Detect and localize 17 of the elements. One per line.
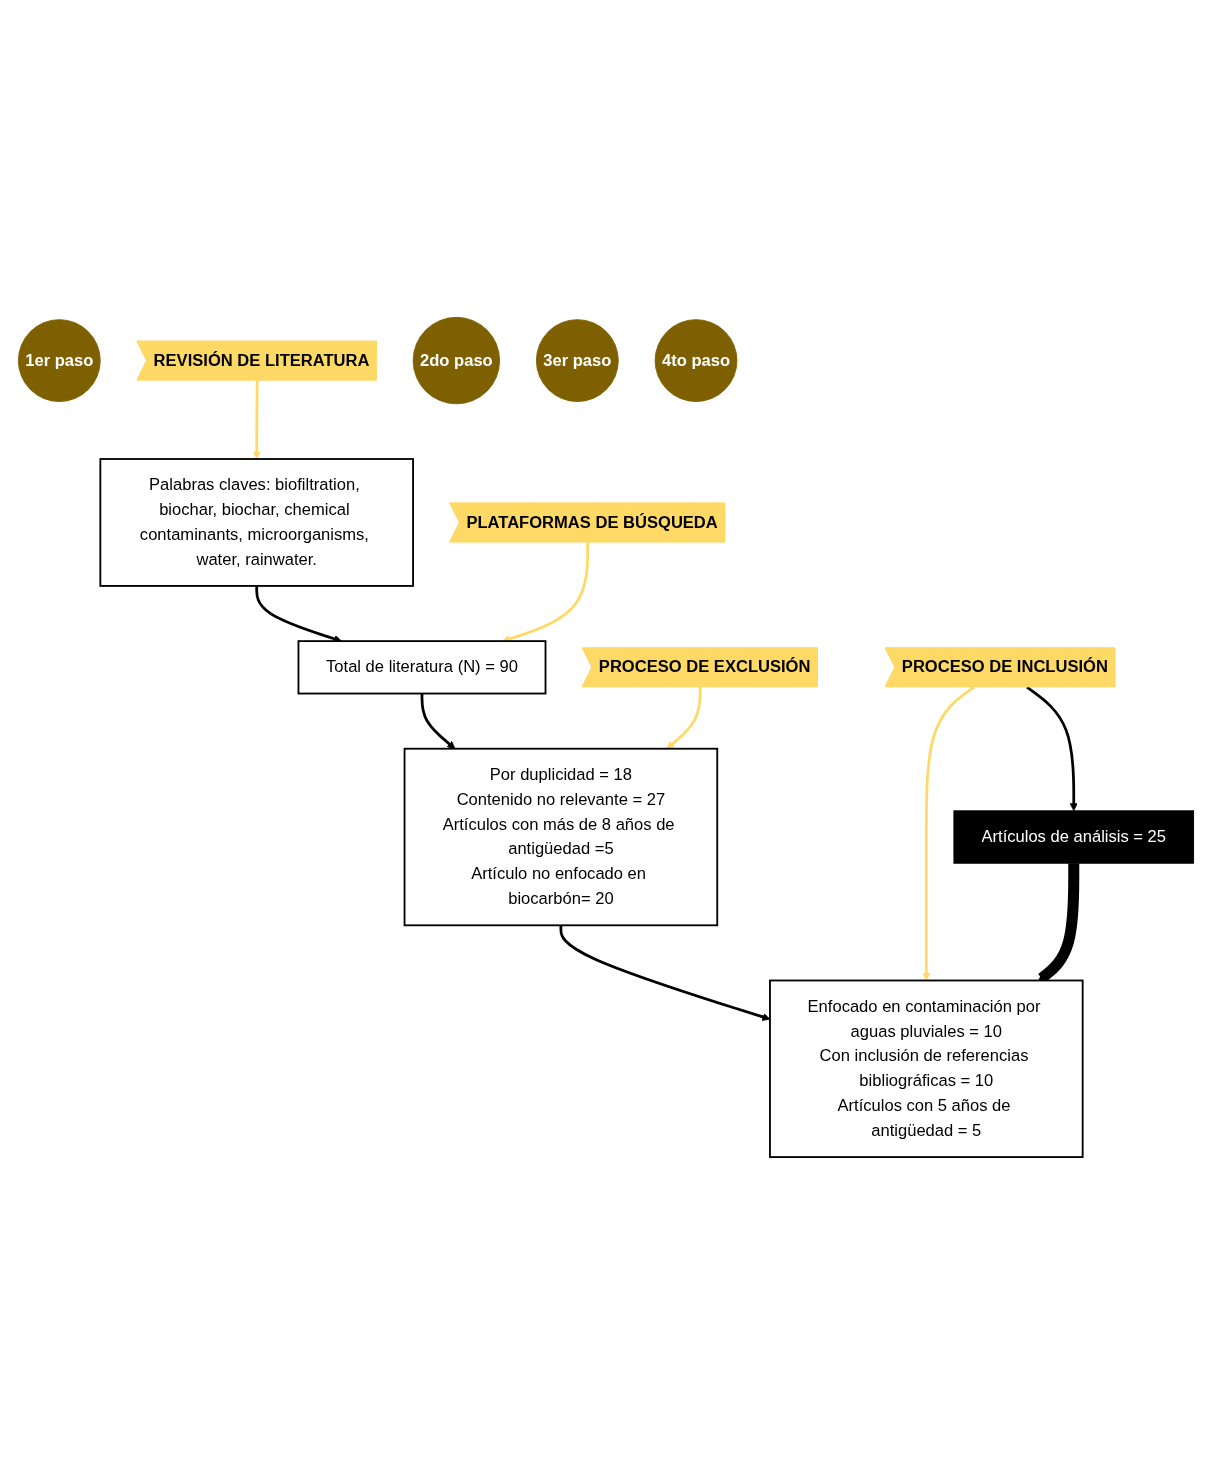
node-circle: 2do paso — [412, 317, 500, 405]
node-circle: 1er paso — [17, 319, 101, 403]
node-box: Enfocado en contaminación por aguas pluviales = 10 Con inclusión de referencias bibliográficas = 10 Artículos con 5 años de antigüedad = 5 — [768, 979, 1084, 1159]
arrow — [1025, 686, 1078, 812]
arrow — [665, 687, 702, 750]
arrow — [254, 586, 342, 643]
arrow — [501, 542, 589, 643]
node-circle: 3er paso — [535, 319, 619, 403]
node-box: Total de literatura (N) = 90 — [297, 640, 546, 695]
node-box: Artículos de análisis = 25 — [952, 810, 1194, 864]
node-box: Por duplicidad = 18 Contenido no relevante = 27 Artículos con más de 8 años de antigüedad =5 Artículo no enfocado en biocarbón= 20 — [403, 748, 718, 927]
node-circle: 4to paso — [654, 319, 737, 403]
node-box: Palabras claves: biofiltration, biochar, biochar, chemical contaminants, microorganisms, water, rainwater. — [98, 458, 414, 588]
arrow — [921, 686, 975, 982]
arrow — [559, 925, 770, 1022]
arrow — [252, 380, 261, 460]
arrow — [420, 693, 455, 750]
